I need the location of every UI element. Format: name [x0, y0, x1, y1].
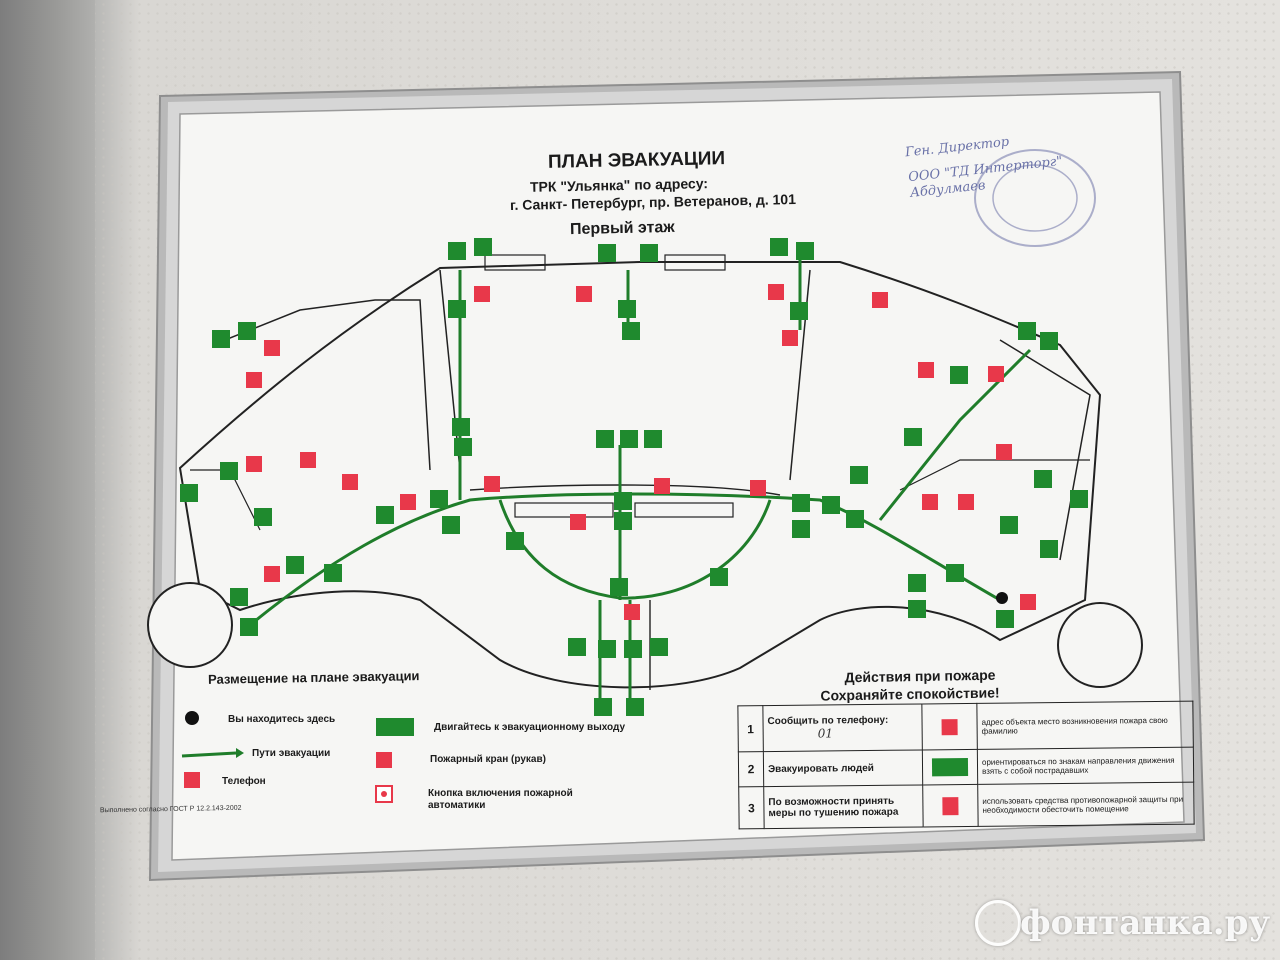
row-detail: ориентироваться по знакам направления дв…	[977, 747, 1194, 785]
row-icon	[922, 749, 978, 786]
row-detail: использовать средства противопожарной за…	[977, 782, 1195, 827]
table-row: 2 Эвакуировать людей ориентироваться по …	[738, 747, 1194, 788]
floor-label: Первый этаж	[569, 218, 675, 239]
row-action: Эвакуировать людей	[763, 750, 923, 788]
legend-exit-icon	[376, 718, 414, 736]
row-icon	[921, 703, 978, 751]
watermark-logo-icon	[975, 900, 1021, 946]
fire-hose-signs	[246, 284, 1036, 620]
fire-actions-table: 1 Сообщить по телефону:01 адрес объекта …	[737, 701, 1195, 830]
legend-label-you-are-here: Вы находитесь здесь	[228, 714, 336, 725]
row-action: По возможности принять меры по тушению п…	[763, 785, 924, 829]
fire-extinguisher-icon	[942, 796, 959, 815]
row-icon	[922, 784, 979, 827]
route-line-icon	[181, 751, 237, 758]
legend-label-exit: Двигайтесь к эвакуационному выходу	[434, 722, 626, 733]
table-row: 1 Сообщить по телефону:01 адрес объекта …	[737, 701, 1194, 753]
legend-label-alarm-button: Кнопка включения пожарной автоматики	[428, 788, 573, 811]
wall-post	[0, 0, 95, 960]
stamp-seal	[974, 149, 1096, 247]
you-are-here-dot-icon	[185, 711, 199, 725]
table-row: 3 По возможности принять меры по тушению…	[738, 782, 1195, 829]
row-number: 1	[737, 705, 764, 753]
row-number: 2	[738, 751, 764, 788]
legend-phone-icon	[184, 772, 200, 788]
legend-label-route: Пути эвакуации	[252, 748, 331, 759]
row-number: 3	[738, 787, 765, 829]
watermark: фонтанка.ру	[1020, 903, 1271, 943]
row-detail: адрес объекта место возникновения пожара…	[976, 701, 1194, 750]
legend-label-phone: Телефон	[222, 776, 266, 787]
exit-signs	[180, 238, 1088, 716]
phone-icon	[941, 718, 958, 735]
row-action: Сообщить по телефону:01	[762, 703, 923, 752]
handwritten-number: 01	[817, 726, 834, 741]
legend-label-fire-hose: Пожарный кран (рукав)	[430, 754, 546, 765]
plan-title: ПЛАН ЭВАКУАЦИИ	[547, 148, 726, 173]
exit-direction-icon	[931, 758, 969, 777]
legend-fire-hose-icon	[376, 752, 392, 768]
